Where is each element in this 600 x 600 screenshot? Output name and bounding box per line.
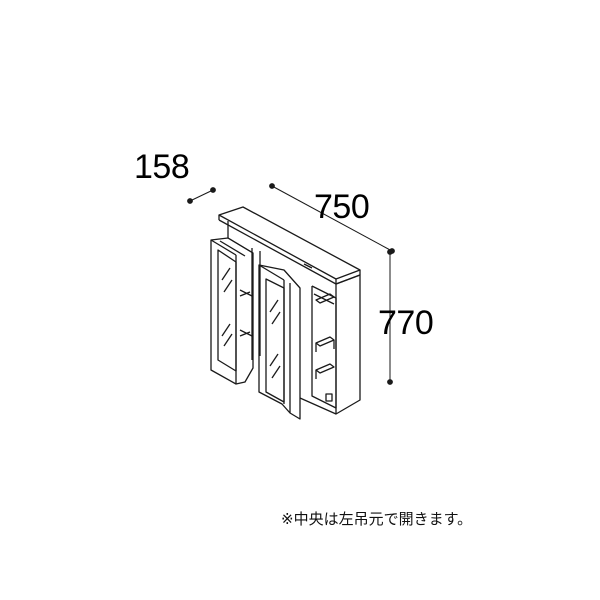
depth-dimension-label: 158: [134, 148, 190, 186]
height-dimension-line: [387, 249, 393, 385]
hinge-note: ※中央は左吊元で開きます。: [281, 510, 473, 528]
right-compartment: [311, 285, 337, 409]
left-door: [210, 237, 254, 385]
width-dimension-label: 750: [314, 188, 370, 226]
height-dimension-label: 770: [378, 304, 434, 342]
depth-dimension-line: [187, 187, 216, 204]
center-door: [258, 264, 301, 420]
cabinet-body: [218, 206, 361, 415]
outlet-icon: [325, 393, 333, 402]
right-side-panel: [335, 274, 361, 415]
